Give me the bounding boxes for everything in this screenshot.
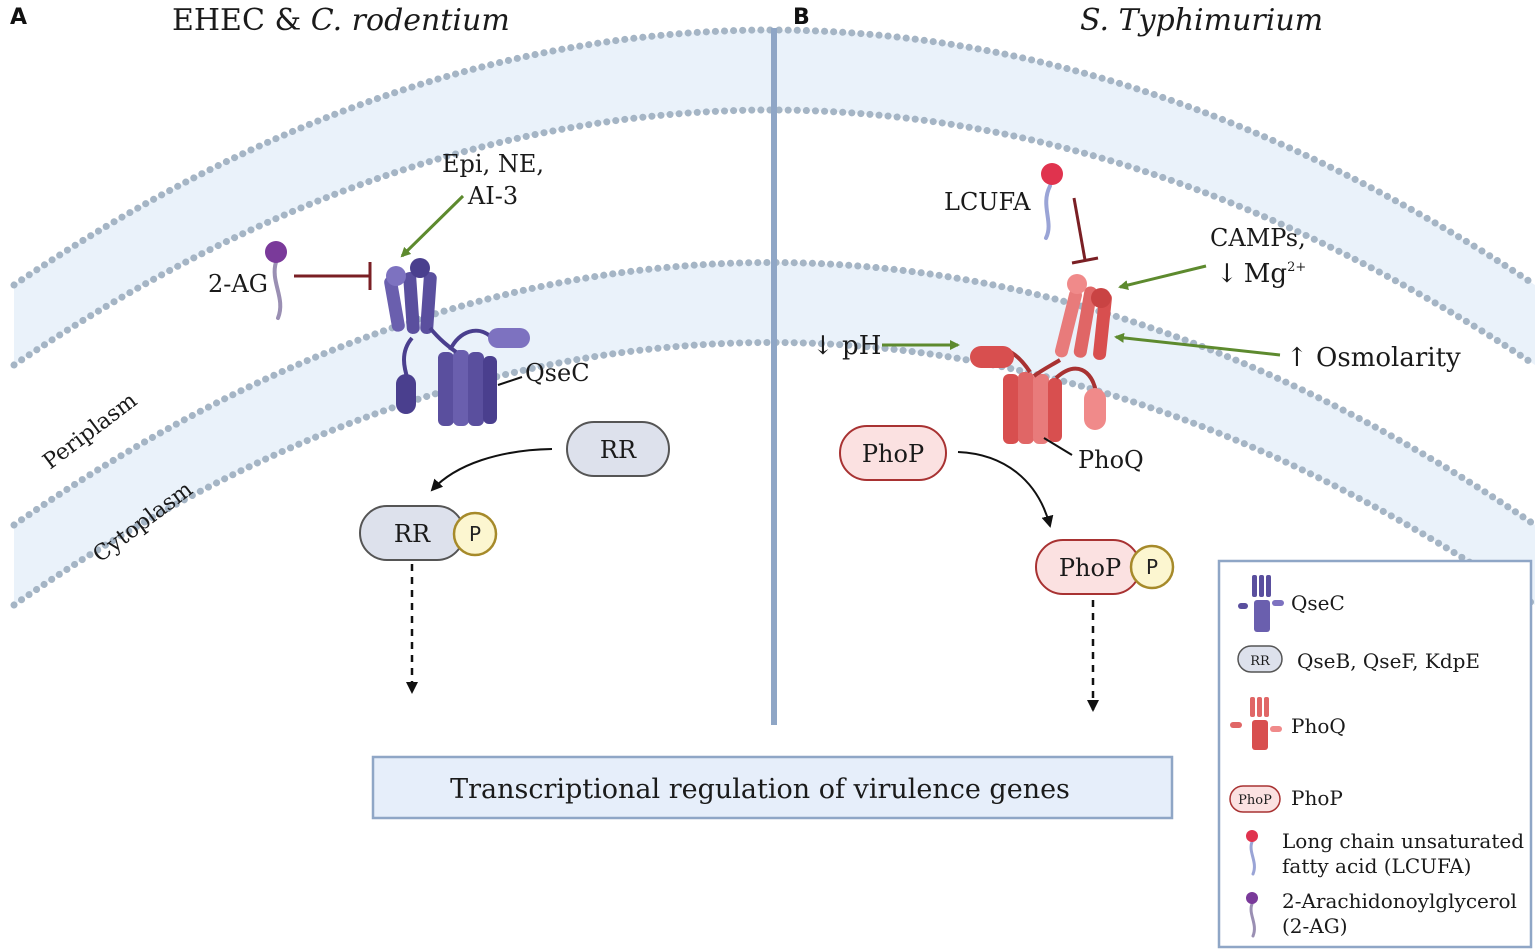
outcome-box bbox=[371, 755, 1174, 820]
legend-phop-label: PhoP bbox=[1291, 786, 1343, 810]
mg-symbol: Mg bbox=[1244, 259, 1287, 289]
legend-phoq-label: PhoQ bbox=[1291, 714, 1346, 738]
panel-a-title: EHEC & C. rodentium bbox=[172, 3, 510, 38]
legend-phop-badge bbox=[1229, 785, 1281, 813]
mg-label: ↓Mg2+ bbox=[1216, 259, 1306, 289]
legend-box bbox=[1217, 559, 1533, 949]
legend-lcufa-line1: Long chain unsaturated bbox=[1282, 829, 1524, 853]
epi-ne-label-line2: AI-3 bbox=[467, 182, 518, 210]
qsec-kinase-icon bbox=[384, 258, 530, 426]
panel-a-title-italic: C. rodentium bbox=[311, 3, 510, 38]
legend-rr-badge-label: RR bbox=[1250, 654, 1271, 669]
phop-phospho-label: P bbox=[1146, 555, 1158, 579]
rr-p-label: RR bbox=[394, 520, 431, 548]
legend-2ag-line1: 2-Arachidonoylglycerol bbox=[1282, 889, 1517, 913]
phop-label: PhoP bbox=[862, 440, 924, 468]
phop-phosphorylation-arrow bbox=[957, 451, 1054, 528]
camps-activation-arrow bbox=[1118, 264, 1207, 290]
legend-rr-badge bbox=[1237, 645, 1283, 673]
panel-a-title-prefix: EHEC & bbox=[172, 3, 311, 38]
phop-p-label: PhoP bbox=[1059, 554, 1121, 582]
outcome-label: Transcriptional regulation of virulence … bbox=[450, 774, 1070, 805]
legend-lcufa-icon bbox=[1246, 830, 1258, 876]
legend-2ag-icon bbox=[1246, 892, 1258, 938]
rr-phosphorylation-arrow bbox=[430, 448, 553, 492]
legend-qsec-label: QseC bbox=[1291, 591, 1345, 615]
phop-pill bbox=[839, 425, 947, 481]
lcufa-label: LCUFA bbox=[944, 188, 1031, 216]
inner-membrane bbox=[10, 259, 1535, 609]
epi-ne-label-line1: Epi, NE, bbox=[442, 150, 544, 178]
qsec-label: QseC bbox=[525, 359, 590, 387]
legend-phoq-icon bbox=[1230, 697, 1282, 750]
rr-label: RR bbox=[600, 436, 637, 464]
osmolarity-activation-arrow bbox=[1114, 332, 1281, 357]
rr-phospho-badge bbox=[452, 511, 498, 557]
legend-2ag-line2: (2-AG) bbox=[1282, 914, 1348, 938]
outer-membrane bbox=[10, 26, 1535, 369]
phop-phospho-badge bbox=[1129, 544, 1175, 590]
legend-phop-badge-label: PhoP bbox=[1238, 793, 1272, 808]
lcufa-molecule-icon bbox=[1041, 163, 1063, 240]
2ag-inhibition-arrow bbox=[294, 262, 372, 290]
epi-activation-arrow bbox=[400, 194, 465, 258]
legend-qsec-icon bbox=[1238, 575, 1284, 632]
rr-phospho-label: P bbox=[469, 522, 481, 546]
panel-b-title: S. Typhimurium bbox=[1080, 3, 1323, 38]
2ag-label: 2-AG bbox=[208, 270, 268, 298]
panel-a-letter: A bbox=[10, 5, 27, 30]
osmolarity-label: ↑ Osmolarity bbox=[1286, 343, 1461, 373]
legend-rr-label: QseB, QseF, KdpE bbox=[1297, 649, 1480, 673]
legend-lcufa-line2: fatty acid (LCUFA) bbox=[1282, 854, 1471, 878]
camps-label: CAMPs, bbox=[1210, 224, 1306, 252]
phoq-kinase-icon bbox=[970, 274, 1112, 444]
mg-superscript: 2+ bbox=[1287, 260, 1306, 275]
ph-label: ↓ pH bbox=[812, 331, 881, 361]
rr-pill bbox=[566, 421, 670, 477]
mg-arrow: ↓ bbox=[1216, 259, 1238, 289]
lcufa-inhibition-arrow bbox=[1071, 197, 1099, 265]
2ag-molecule-icon bbox=[265, 241, 287, 320]
panel-b-letter: B bbox=[793, 5, 810, 30]
phoq-label: PhoQ bbox=[1078, 446, 1144, 474]
